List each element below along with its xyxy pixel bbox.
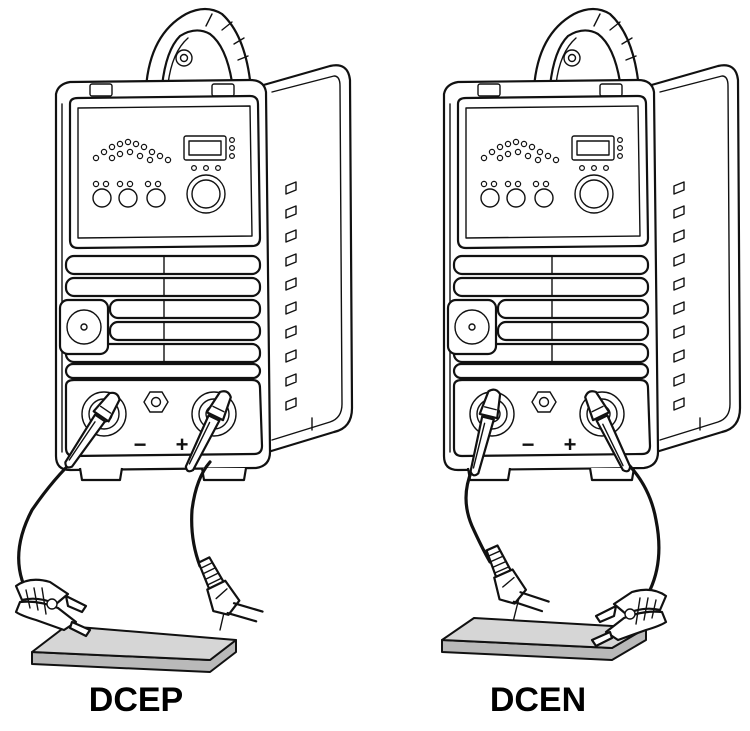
dcep-positive-sign: + <box>176 432 189 457</box>
dcen-diagram: − + DCEN <box>441 7 742 719</box>
dcen-caption: DCEN <box>490 681 586 719</box>
dcep-ground-clamp <box>14 578 92 638</box>
dcen-positive-sign: + <box>564 432 577 457</box>
dcep-workpiece <box>31 625 237 673</box>
dcen-negative-cable <box>464 468 492 564</box>
dcep-positive-cable <box>190 460 212 568</box>
dcen-positive-cable <box>624 460 661 606</box>
dcep-electrode-clamp <box>190 545 267 638</box>
dcep-diagram: − + DCEP <box>14 7 354 719</box>
dcep-caption: DCEP <box>89 681 183 719</box>
dcen-negative-sign: − <box>522 432 535 457</box>
dcep-negative-sign: − <box>134 432 147 457</box>
dcep-negative-cable <box>17 456 78 598</box>
